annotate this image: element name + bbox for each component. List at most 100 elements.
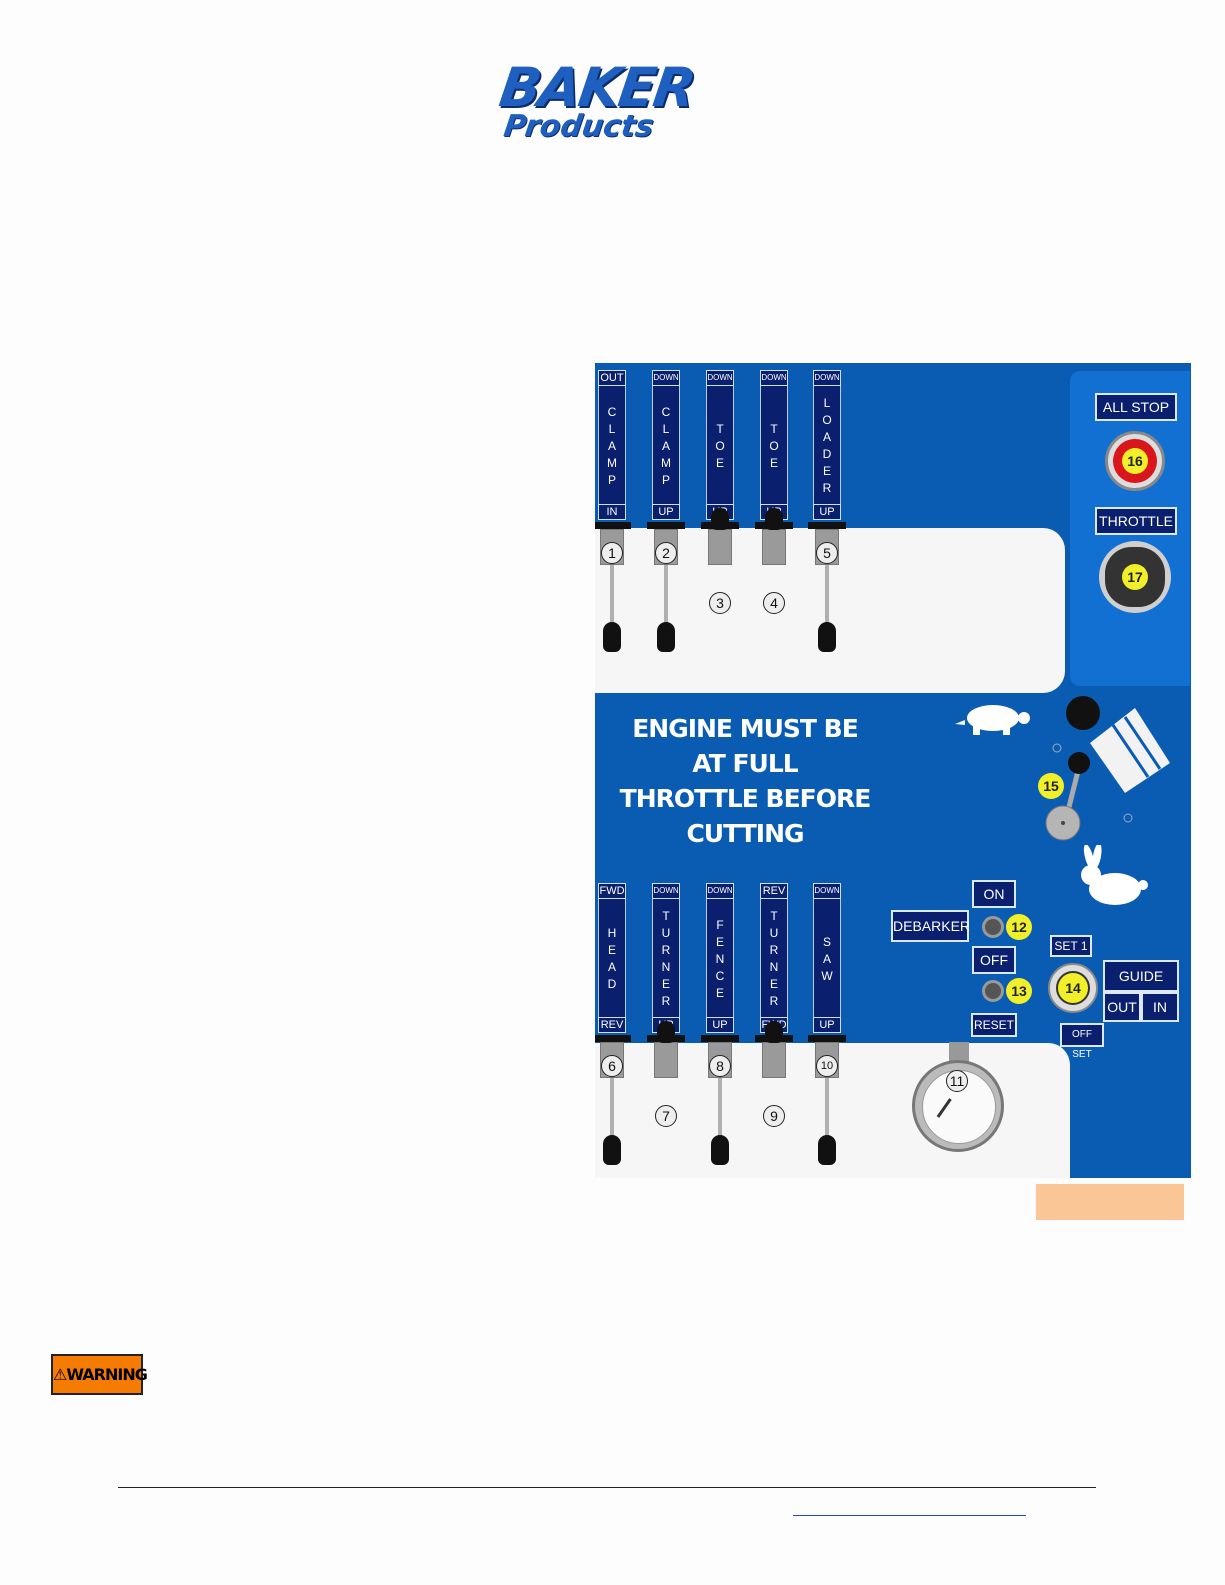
logo-line-2: Products [501,109,656,144]
top-lever-knob[interactable] [603,622,621,652]
bottom-lever-shaft [825,1078,829,1143]
engine-line-2: THROTTLE BEFORE CUTTING [619,784,872,848]
top-switch-top-label: DOWN [652,370,680,386]
bottom-lever-mount [654,1042,678,1078]
bottom-lever-knob[interactable] [711,1135,729,1165]
bottom-switch-base [808,1035,846,1042]
top-lever-shaft [610,565,614,630]
guide-knob-cap [1056,971,1090,1005]
top-lever-shaft [825,565,829,630]
top-lever-knob[interactable] [765,508,783,530]
turtle-icon [955,705,1030,735]
top-lever-number: 4 [763,592,785,614]
bottom-switch-base [595,1035,631,1042]
debarker-off-label: OFF [972,946,1016,974]
gauge-number: 11 [946,1070,968,1092]
debarker-off-switch[interactable] [982,980,1004,1002]
debarker-label: DEBARKER [891,910,970,942]
top-lever-knob[interactable] [657,622,675,652]
guide-in-label: IN [1141,992,1179,1022]
throttle-label: THROTTLE [1095,507,1177,535]
speed-lever-number: 15 [1038,773,1064,799]
bottom-lever-shaft [610,1078,614,1143]
top-lever-knob[interactable] [711,508,729,530]
top-switch-top-label: DOWN [760,370,788,386]
bottom-switch-bottom-label: UP [706,1017,734,1033]
guide-out-label: OUT [1103,992,1141,1022]
gauge-stem [949,1042,969,1062]
top-lever-knob[interactable] [818,622,836,652]
bottom-switch-bottom-label: REV [598,1017,626,1033]
bottom-lever-mount [762,1042,786,1078]
bottom-switch-top-label: REV [760,883,788,899]
engine-notice: ENGINE MUST BE AT FULL THROTTLE BEFORE C… [615,711,875,851]
bottom-switch-top-label: DOWN [813,883,841,899]
control-panel-diagram: ALL STOP 16 THROTTLE 17 ENGINE MUST BE A… [595,363,1191,1178]
debarker-on-label: ON [972,880,1016,908]
bottom-lever-number: 8 [709,1055,731,1077]
top-switch-base [808,522,846,529]
debarker-on-number: 12 [1006,914,1032,940]
bottom-lever-knob[interactable] [603,1135,621,1165]
guide-set-label: SET 1 [1050,935,1092,957]
all-stop-button[interactable]: 16 [1105,431,1165,491]
top-switch-bottom-label: IN [598,504,626,520]
guide-offset-label: OFF SET [1060,1023,1104,1060]
top-switch-4: DOWNTOEUP [760,370,788,520]
top-switch-base [647,522,685,529]
bottom-lever-number: 10 [816,1055,838,1077]
engine-line-1: ENGINE MUST BE AT FULL [632,714,859,778]
warning-badge: ⚠WARNING [51,1354,148,1395]
bottom-switch-bottom-label: UP [813,1017,841,1033]
bottom-lever-shaft [718,1078,722,1143]
bottom-switch-9: REVTURNERFWD [760,883,788,1033]
all-stop-number: 16 [1122,448,1148,474]
orange-highlight-box [1036,1184,1184,1220]
top-lever-mount [708,529,732,565]
top-lever-number: 1 [601,542,623,564]
top-switch-top-label: DOWN [706,370,734,386]
bottom-lever-number: 9 [763,1105,785,1127]
bottom-lever-knob[interactable] [818,1135,836,1165]
bottom-switch-7: DOWNTURNERUP [652,883,680,1033]
guide-label: GUIDE [1103,960,1179,992]
bottom-switch-base [701,1035,739,1042]
top-switch-bottom-label: UP [813,504,841,520]
bottom-lever-knob[interactable] [657,1021,675,1043]
throttle-number: 17 [1122,564,1148,590]
top-lever-number: 3 [709,592,731,614]
bottom-lever-knob[interactable] [765,1021,783,1043]
top-lever-mount [762,529,786,565]
debarker-off-number: 13 [1006,978,1032,1004]
rabbit-icon [1081,845,1148,905]
bottom-switch-top-label: FWD [598,883,626,899]
debarker-reset-label: RESET [971,1013,1017,1037]
top-lever-number: 2 [655,542,677,564]
footer-divider [118,1487,1096,1488]
pressure-gauge: 11 [912,1042,1006,1164]
bottom-switch-top-label: DOWN [652,883,680,899]
guide-knob[interactable]: 14 [1048,963,1098,1013]
bottom-lever-number: 6 [601,1055,623,1077]
footer-link-underline[interactable] [793,1515,1026,1516]
debarker-on-switch[interactable] [982,916,1004,938]
speed-lever-graphic[interactable] [1035,668,1185,853]
throttle-knob[interactable]: 17 [1099,541,1171,613]
bottom-lever-number: 7 [655,1105,677,1127]
bottom-switch-top-label: DOWN [706,883,734,899]
top-switch-top-label: DOWN [813,370,841,386]
